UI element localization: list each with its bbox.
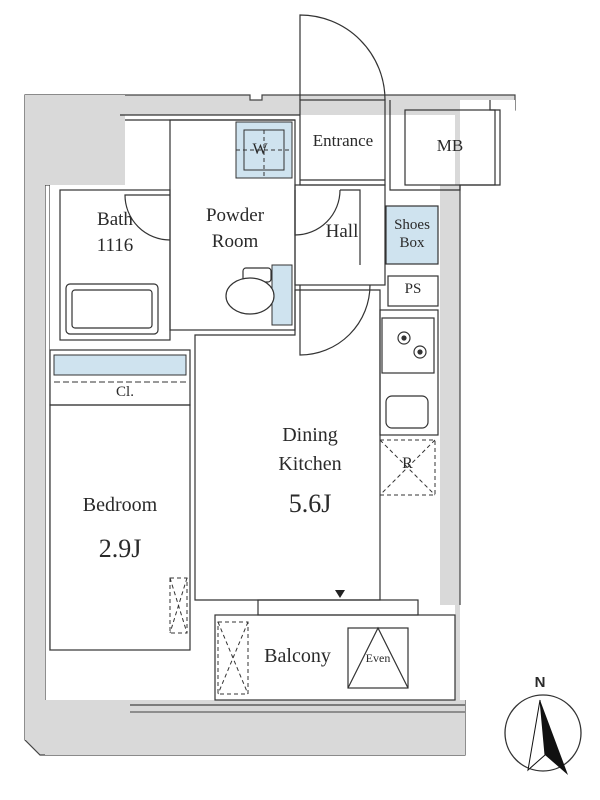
dining-kitchen-size-label: 5.6J (288, 489, 332, 518)
refrigerator-label: R (402, 455, 413, 472)
bath-door (124, 194, 171, 241)
closet-label: Cl. (116, 384, 134, 400)
powder-room-label-2: Room (211, 231, 259, 252)
left-wall-band (25, 95, 45, 740)
powder-room-label-1: Powder (205, 205, 265, 226)
bath-size-label: 1116 (96, 235, 134, 256)
compass (504, 694, 582, 775)
balcony-label: Balcony (264, 645, 331, 667)
bath-label: Bath (97, 209, 133, 230)
even-storage (347, 626, 409, 689)
bedroom-size-label: 2.9J (98, 534, 142, 563)
dining-kitchen-label-2: Kitchen (278, 453, 342, 475)
mb-label: MB (436, 136, 464, 155)
stove (397, 331, 427, 359)
shoes-box-label-1: Shoes (394, 217, 430, 233)
bottom-wall-band (45, 700, 465, 755)
closet-shelf (53, 354, 187, 376)
washer-label: W (252, 141, 268, 158)
refrigerator-space (379, 439, 436, 496)
compass-north-label: N (534, 674, 546, 691)
north-arrow-icon (540, 700, 568, 775)
entrance-door (299, 14, 386, 101)
shoes-box-label-2: Box (399, 235, 425, 251)
sink-fixture (271, 264, 293, 326)
hall-door (299, 284, 371, 356)
even-label: Even (365, 651, 391, 665)
shoes-box-fixture (385, 205, 439, 265)
ps-label: PS (404, 281, 422, 297)
bedroom-label: Bedroom (82, 494, 158, 516)
balcony-entry-marker (335, 590, 345, 598)
hall-label: Hall (325, 221, 359, 242)
dining-kitchen-label-1: Dining (282, 424, 338, 446)
powder-door (294, 189, 341, 236)
entrance-label: Entrance (312, 131, 374, 150)
toilet (225, 267, 275, 315)
